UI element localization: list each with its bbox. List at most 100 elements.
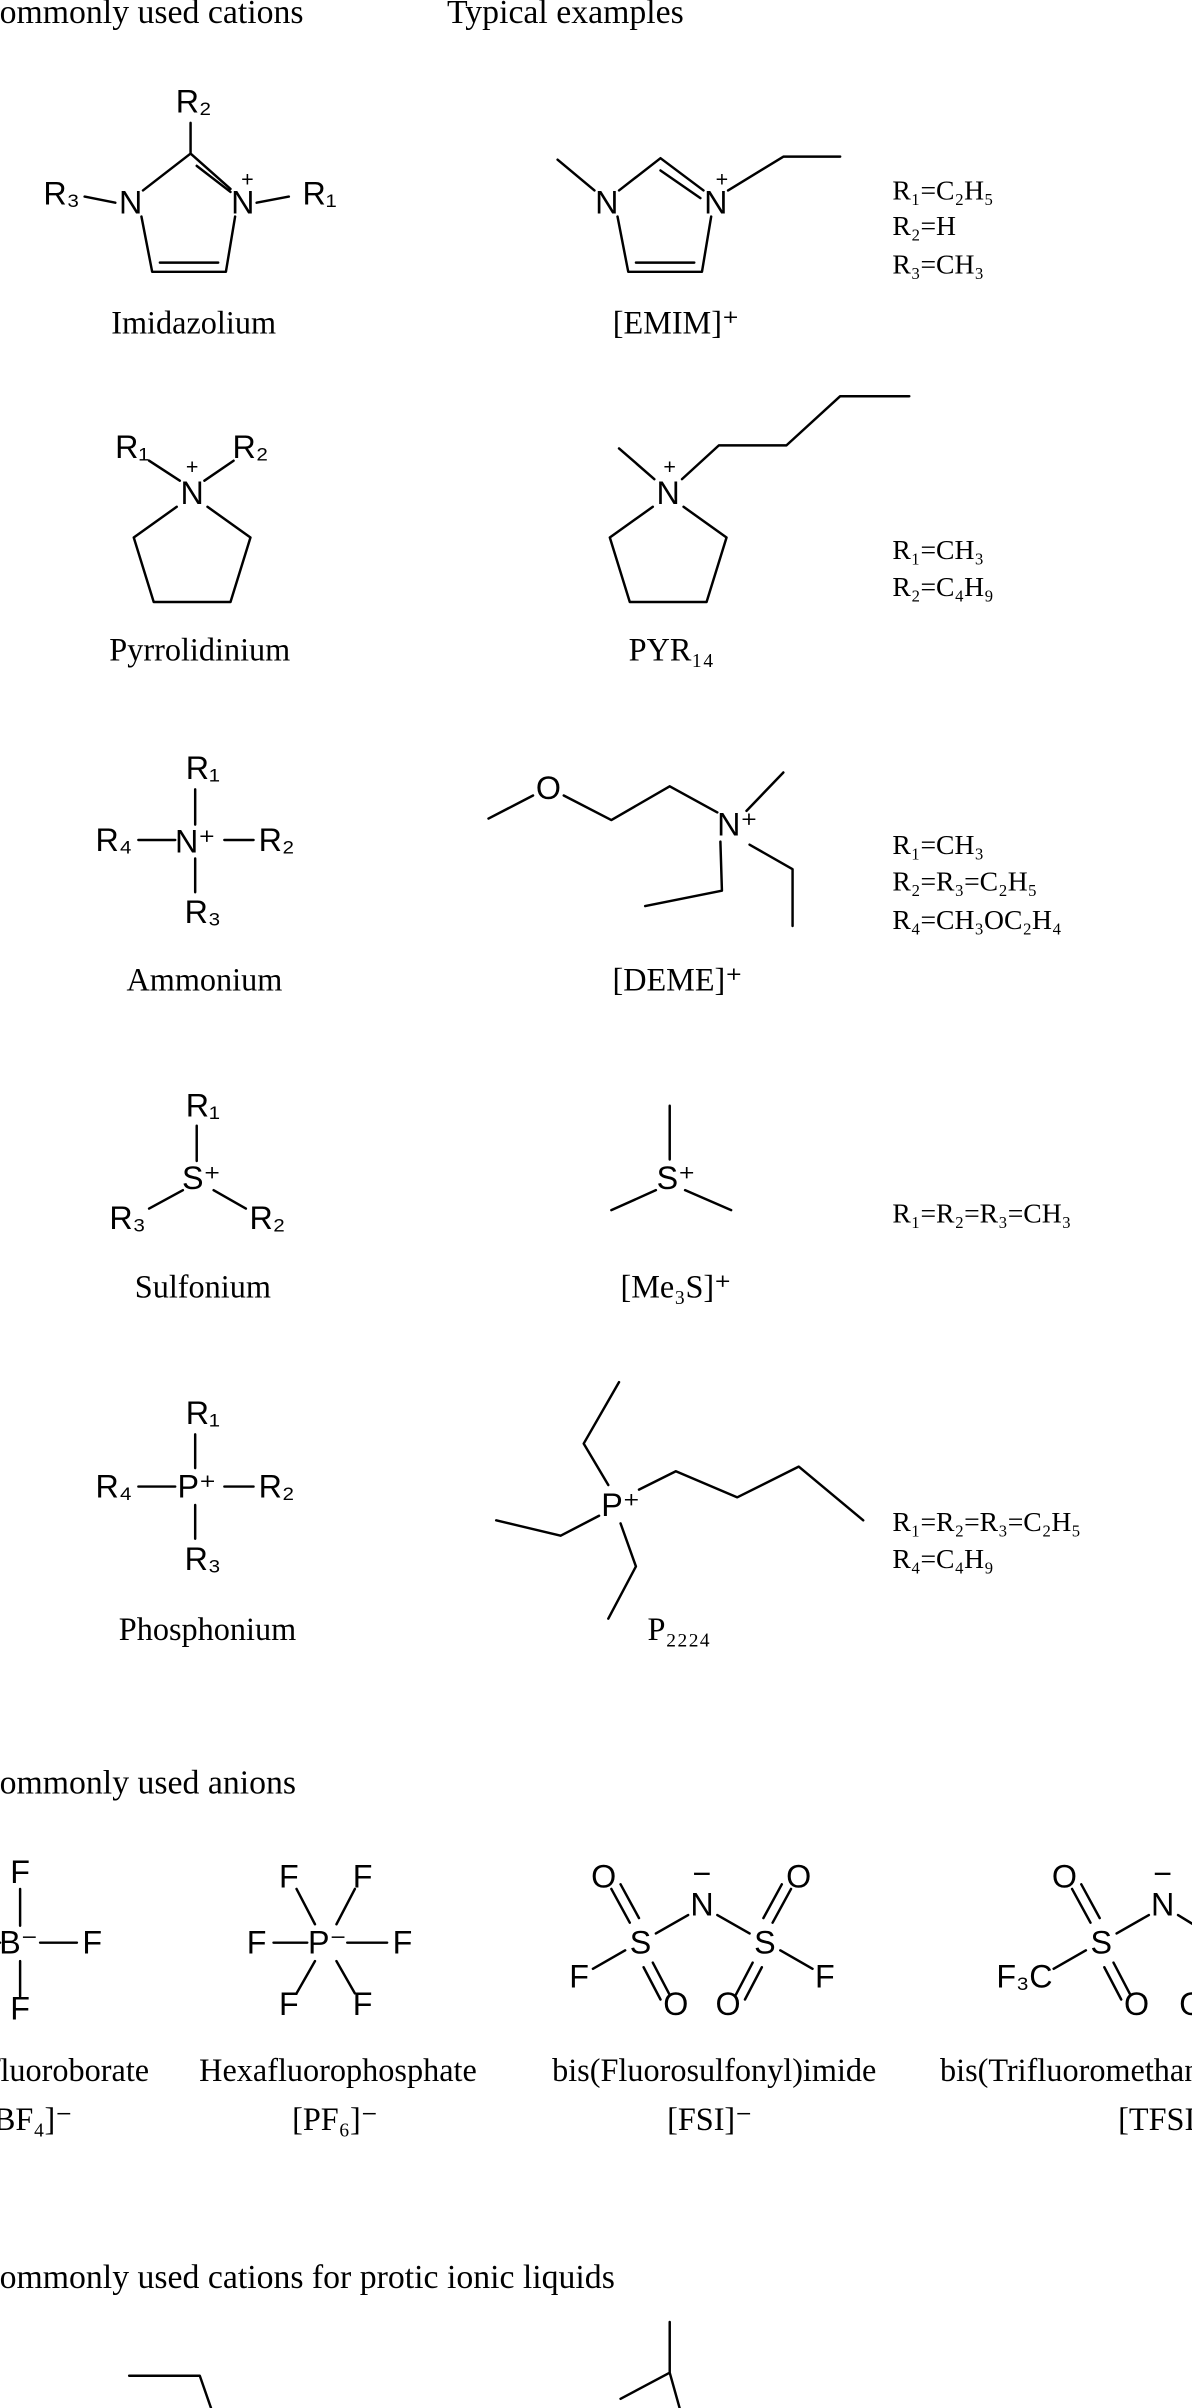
charge-label: −: [693, 1856, 712, 1892]
atom-label: R₄: [96, 1469, 132, 1505]
atom-label: N: [595, 185, 618, 221]
atom-label: R₁: [186, 1088, 220, 1124]
anion-name: bis(Trifluoromethanesulfonyl)imide: [940, 2052, 1192, 2088]
anion-abbr: [FSI]⁻: [667, 2101, 752, 2137]
header-anions: Commonly used anions: [0, 1765, 296, 1802]
header-protic: Commonly used cations for protic ionic l…: [0, 2259, 615, 2296]
substituent-text: R₄=C₄H₉: [892, 1543, 993, 1574]
me3s-structure: S⁺: [610, 1104, 733, 1212]
atom-label: R₁: [302, 176, 336, 212]
atom-label: N: [704, 185, 727, 221]
pyrrolidinium-structure: N + R₁ R₂: [115, 429, 269, 604]
fsi-structure: N − S S O O O O F F: [569, 1856, 834, 2023]
atom-label: R₂: [259, 1469, 295, 1505]
anion-name: Tetrafluoroborate: [0, 2052, 149, 2088]
cation-example: PYR₁₄: [629, 631, 714, 667]
atom-label: S: [1090, 1925, 1112, 1961]
sulfonium-structure: S⁺ R₁ R₃ R₂: [109, 1088, 285, 1236]
atom-label: R₃: [185, 1541, 221, 1577]
p2224-structure: P⁺: [494, 1380, 865, 1620]
atom-label: R₁: [186, 750, 220, 786]
ammonium-structure: N⁺ R₁ R₃ R₄ R₂: [96, 750, 295, 930]
substituent-text: R₂=H: [892, 210, 956, 241]
tfsi-structure: N − S O O O F₃C: [996, 1856, 1192, 2022]
atom-label: F: [10, 1854, 30, 1890]
anion-abbr: [BF₄]⁻: [0, 2101, 72, 2137]
cation-name: Imidazolium: [111, 304, 276, 340]
substituent-text: R₃=CH₃: [892, 248, 984, 279]
charge-label: +: [716, 168, 729, 192]
atom-label: R₂: [176, 83, 212, 119]
atom-label: R₃: [185, 894, 221, 930]
atom-label: O: [591, 1859, 616, 1895]
cation-name: Pyrrolidinium: [109, 631, 290, 667]
charge-label: +: [241, 168, 254, 192]
atom-label: R₃: [43, 176, 79, 212]
atom-label: F: [569, 1958, 589, 1994]
atom-label: F: [393, 1925, 413, 1961]
atom-label: F₃C: [996, 1958, 1052, 1994]
emim-structure: N N +: [556, 155, 842, 274]
header-examples: Typical examples: [447, 0, 684, 31]
atom-label: S: [754, 1925, 776, 1961]
anion-name: bis(Fluorosulfonyl)imide: [552, 2052, 876, 2088]
atom-label: O: [663, 1986, 688, 2022]
atom-label: O: [536, 770, 561, 806]
atom-label: F: [279, 1986, 299, 2022]
protic-cation-fragment: [127, 2374, 213, 2408]
atom-label: R₂: [259, 822, 295, 858]
cation-example: P₂₂₂₄: [647, 1611, 710, 1647]
atom-label: F: [815, 1958, 835, 1994]
atom-label: R₂: [249, 1200, 285, 1236]
substituent-text: R₁=CH₃: [892, 534, 984, 565]
substituent-text: R₁=R₂=R₃=C₂H₅: [892, 1506, 1081, 1537]
charge-label: +: [663, 455, 676, 479]
atom-label: P⁻: [308, 1925, 347, 1961]
atom-label: F: [82, 1925, 102, 1961]
substituent-text: R₄=CH₃OC₂H₄: [892, 904, 1061, 935]
cation-name: Sulfonium: [135, 1269, 271, 1305]
atom-label: F: [247, 1925, 267, 1961]
cation-example: [DEME]⁺: [612, 962, 742, 998]
atom-label: R₁: [115, 429, 149, 465]
atom-label: F: [279, 1859, 299, 1895]
atom-label: R₁: [186, 1395, 220, 1431]
atom-label: F: [353, 1986, 373, 2022]
imidazolium-structure: R₂ N N + R₃ R₁: [43, 83, 337, 274]
anion-abbr: [PF₆]⁻: [292, 2101, 378, 2137]
charge-label: −: [1153, 1856, 1172, 1892]
atom-label: S⁺: [657, 1160, 696, 1196]
pyr14-structure: N +: [608, 394, 911, 604]
anion-abbr: [TFSI]⁻: [1118, 2101, 1192, 2137]
atom-label: B⁻: [0, 1925, 38, 1961]
bf4-structure: B⁻ F F F: [0, 1854, 102, 2027]
atom-label: F: [10, 1991, 30, 2027]
atom-label: R₂: [233, 429, 269, 465]
atom-label: S⁺: [182, 1160, 221, 1196]
atom-label: N: [690, 1886, 713, 1922]
atom-label: N: [119, 185, 142, 221]
substituent-text: R₁=C₂H₅: [892, 175, 993, 206]
charge-label: +: [186, 455, 199, 479]
deme-structure: O N⁺: [487, 770, 794, 928]
atom-label: P⁺: [177, 1469, 216, 1505]
cation-example: [EMIM]⁺: [613, 304, 739, 340]
substituent-text: R₂=C₄H₉: [892, 571, 993, 602]
pf6-structure: P⁻ F F F F F F: [247, 1859, 413, 2022]
atom-label: R₄: [96, 822, 132, 858]
anion-name: Hexafluorophosphate: [199, 2052, 477, 2088]
atom-label: N⁺: [175, 824, 215, 860]
atom-label: O: [716, 1986, 741, 2022]
atom-label: N: [657, 475, 680, 511]
atom-label: O: [1179, 1986, 1192, 2022]
atom-label: N: [231, 185, 254, 221]
atom-label: S: [630, 1925, 652, 1961]
atom-label: P⁺: [601, 1487, 640, 1523]
substituent-text: R₂=R₃=C₂H₅: [892, 866, 1037, 897]
substituent-text: R₁=CH₃: [892, 829, 984, 860]
atom-label: N: [180, 475, 203, 511]
phosphonium-structure: P⁺ R₁ R₃ R₄ R₂: [96, 1395, 295, 1577]
atom-label: N: [1151, 1886, 1174, 1922]
cation-name: Phosphonium: [119, 1611, 296, 1647]
